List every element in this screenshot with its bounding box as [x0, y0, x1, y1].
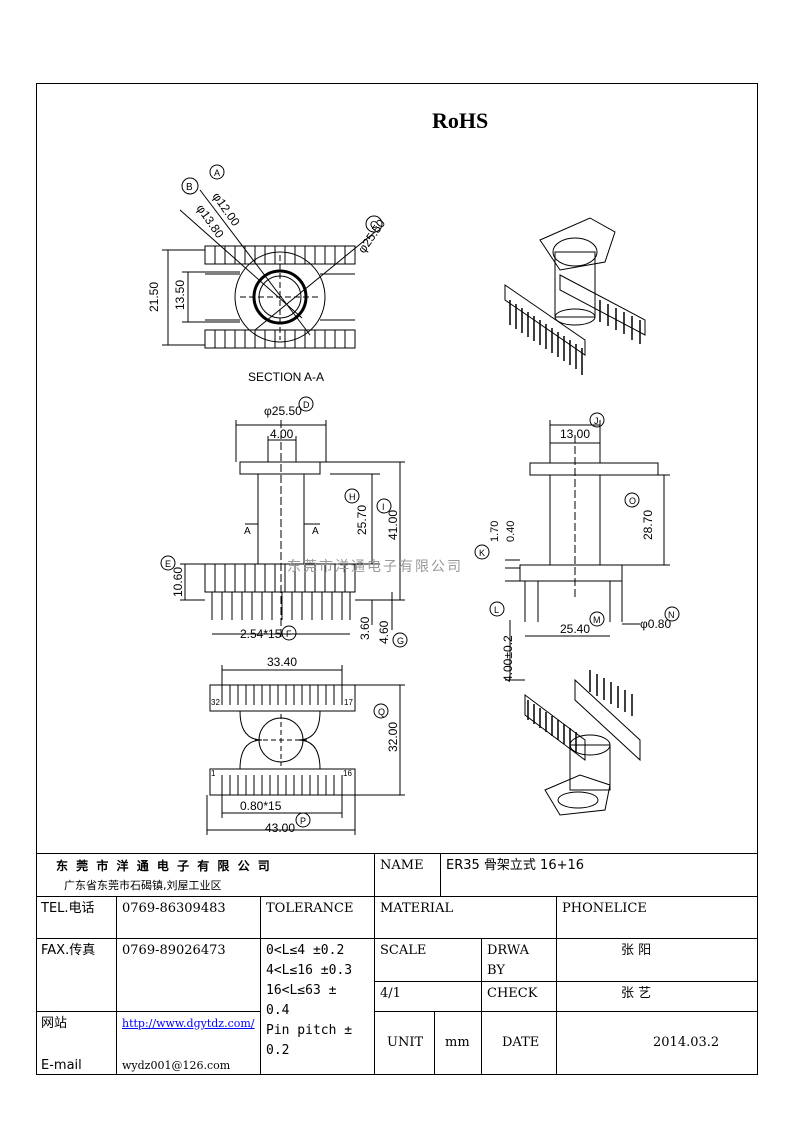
- website-link[interactable]: http://www.dgytdz.com/: [122, 1017, 255, 1030]
- dim-41-00: 41.00: [386, 510, 400, 540]
- callout-i: I: [382, 502, 385, 512]
- front-view: [160, 396, 408, 648]
- dim-phi-25-50-b: φ25.50: [264, 404, 302, 418]
- dim-43-00: 43.00: [265, 821, 295, 835]
- web-label: 网站: [41, 1016, 68, 1031]
- dim-10-60: 10.60: [171, 567, 185, 597]
- callout-j: J: [594, 416, 599, 426]
- check-label: CHECK: [481, 981, 556, 1011]
- watermark: 东莞市洋通电子有限公司: [287, 558, 463, 574]
- callout-b: B: [186, 182, 193, 193]
- callout-q: Q: [378, 707, 385, 717]
- technical-drawing: 21.50 13.50 φ12.00 φ13.80 φ25.50 B C A S…: [147, 164, 680, 835]
- unit-label: UNIT: [374, 1011, 434, 1075]
- name-value: ER35 骨架立式 16+16: [440, 853, 758, 896]
- dim-21-50: 21.50: [147, 282, 161, 312]
- tol-line-4: 0.4: [266, 1003, 290, 1018]
- pin-32: 32: [211, 698, 220, 707]
- callout-e: E: [165, 559, 171, 569]
- company-address: 广东省东莞市石碣镇,刘屋工业区: [64, 879, 222, 892]
- web-email-labels: 网站 E-mail: [36, 1011, 116, 1075]
- callout-d: D: [303, 400, 310, 410]
- callout-l: L: [494, 605, 499, 615]
- company-cell: 东 莞 市 洋 通 电 子 有 限 公 司 广东省东莞市石碣镇,刘屋工业区: [36, 853, 374, 896]
- rohs-label: RoHS: [432, 108, 489, 133]
- date-label: DATE: [481, 1011, 556, 1075]
- callout-p: P: [300, 816, 306, 826]
- dim-13-00: 13.00: [560, 427, 590, 441]
- drawn-label-line2: BY: [487, 963, 505, 978]
- dim-0-80x15: 0.80*15: [240, 799, 282, 813]
- section-view: [162, 164, 383, 349]
- tol-line-6: 0.2: [266, 1043, 290, 1058]
- material-value: PHONELICE: [556, 896, 758, 938]
- pin-17: 17: [344, 698, 353, 707]
- unit-value: mm: [434, 1011, 481, 1075]
- dim-13-50: 13.50: [173, 280, 187, 310]
- bobbin-3d-view-top: [504, 217, 646, 375]
- pin-16: 16: [343, 769, 352, 778]
- dim-4-00: 4.00: [270, 427, 294, 441]
- drawn-value: 张 阳: [556, 938, 758, 981]
- drawing-frame: [36, 83, 758, 1075]
- email-label: E-mail: [41, 1058, 82, 1073]
- callout-c: C: [370, 220, 377, 231]
- callout-o: O: [629, 496, 636, 506]
- dim-33-40: 33.40: [267, 655, 297, 669]
- dim-28-70: 28.70: [641, 510, 655, 540]
- tol-line-5: Pin pitch ±: [266, 1023, 353, 1038]
- date-value: 2014.03.2: [556, 1011, 758, 1075]
- dim-1-70: 1.70: [489, 521, 501, 542]
- web-email-values: http://www.dgytdz.com/ wydz001@126.com: [116, 1011, 260, 1075]
- tolerance-label: TOLERANCE: [260, 896, 374, 938]
- scale-label: SCALE: [374, 938, 481, 981]
- dim-25-70: 25.70: [355, 505, 369, 535]
- fax-label: FAX.传真: [36, 938, 116, 1011]
- side-view: [474, 412, 680, 681]
- section-label: SECTION A-A: [248, 370, 324, 384]
- scale-value: 4/1: [374, 981, 481, 1011]
- tel-label: TEL.电话: [36, 896, 116, 938]
- tol-line-1: 0<L≤4 ±0.2: [266, 943, 345, 958]
- tol-line-2: 4<L≤16 ±0.3: [266, 963, 353, 978]
- company-name: 东 莞 市 洋 通 电 子 有 限 公 司: [56, 859, 272, 873]
- name-label: NAME: [374, 853, 440, 896]
- section-mark-right: A: [312, 526, 319, 537]
- dim-pitch: 2.54*15: [240, 627, 282, 641]
- check-value: 张 艺: [556, 981, 758, 1011]
- bottom-view: [206, 665, 405, 835]
- title-block: 东 莞 市 洋 通 电 子 有 限 公 司 广东省东莞市石碣镇,刘屋工业区 NA…: [36, 853, 758, 1075]
- dim-phi-0-80: φ0.80: [640, 617, 671, 631]
- bobbin-3d-view-bottom: [524, 670, 641, 816]
- tel-value: 0769-86309483: [116, 896, 260, 938]
- dim-0-40: 0.40: [505, 521, 517, 542]
- drawn-label: DRWA BY: [481, 938, 556, 981]
- callout-a: A: [214, 168, 220, 178]
- fax-value: 0769-89026473: [116, 938, 260, 1011]
- callout-n: N: [668, 610, 675, 620]
- callout-k: K: [479, 548, 485, 558]
- callout-m: M: [593, 615, 601, 625]
- material-label: MATERIAL: [374, 896, 556, 938]
- drawn-label-line1: DRWA: [487, 943, 530, 958]
- tolerance-values: 0<L≤4 ±0.2 4<L≤16 ±0.3 16<L≤63 ± 0.4 Pin…: [260, 938, 374, 1075]
- dim-4-00-tol: 4.00±0.2: [501, 635, 515, 682]
- pin-1: 1: [211, 769, 216, 778]
- callout-g: G: [397, 636, 404, 646]
- callout-f: F: [286, 629, 292, 639]
- callout-h: H: [349, 492, 356, 502]
- tol-line-3: 16<L≤63 ±: [266, 983, 337, 998]
- dim-32-00: 32.00: [386, 722, 400, 752]
- dim-3-60: 3.60: [358, 616, 372, 640]
- dim-25-40: 25.40: [560, 622, 590, 636]
- email-value: wydz001@126.com: [122, 1059, 231, 1072]
- section-mark-left: A: [244, 526, 251, 537]
- dim-4-60: 4.60: [377, 620, 391, 644]
